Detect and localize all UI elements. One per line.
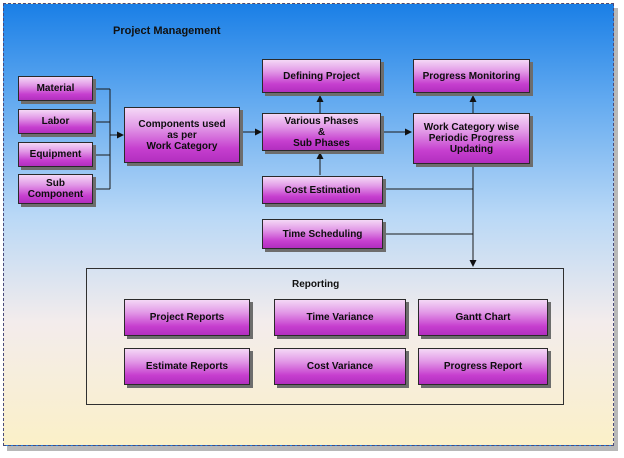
sub-component-box: Sub Component bbox=[18, 174, 93, 204]
estimate-reports-box: Estimate Reports bbox=[124, 348, 250, 385]
time-variance-box: Time Variance bbox=[274, 299, 406, 336]
gantt-chart-box: Gantt Chart bbox=[418, 299, 548, 336]
work-category-updating-box: Work Category wise Periodic Progress Upd… bbox=[413, 113, 530, 164]
cost-estimation-box: Cost Estimation bbox=[262, 176, 383, 204]
progress-report-box: Progress Report bbox=[418, 348, 548, 385]
defining-project-box: Defining Project bbox=[262, 59, 381, 93]
material-box: Material bbox=[18, 76, 93, 101]
reporting-panel bbox=[86, 268, 564, 405]
labor-box: Labor bbox=[18, 109, 93, 134]
reporting-title: Reporting bbox=[292, 279, 340, 290]
equipment-box: Equipment bbox=[18, 142, 93, 167]
components-box: Components used as per Work Category bbox=[124, 107, 240, 163]
diagram-title: Project Management bbox=[113, 25, 221, 37]
project-reports-box: Project Reports bbox=[124, 299, 250, 336]
various-phases-box: Various Phases & Sub Phases bbox=[262, 113, 381, 151]
time-scheduling-box: Time Scheduling bbox=[262, 219, 383, 249]
bottom-strip bbox=[7, 446, 616, 450]
progress-monitoring-box: Progress Monitoring bbox=[413, 59, 530, 93]
cost-variance-box: Cost Variance bbox=[274, 348, 406, 385]
